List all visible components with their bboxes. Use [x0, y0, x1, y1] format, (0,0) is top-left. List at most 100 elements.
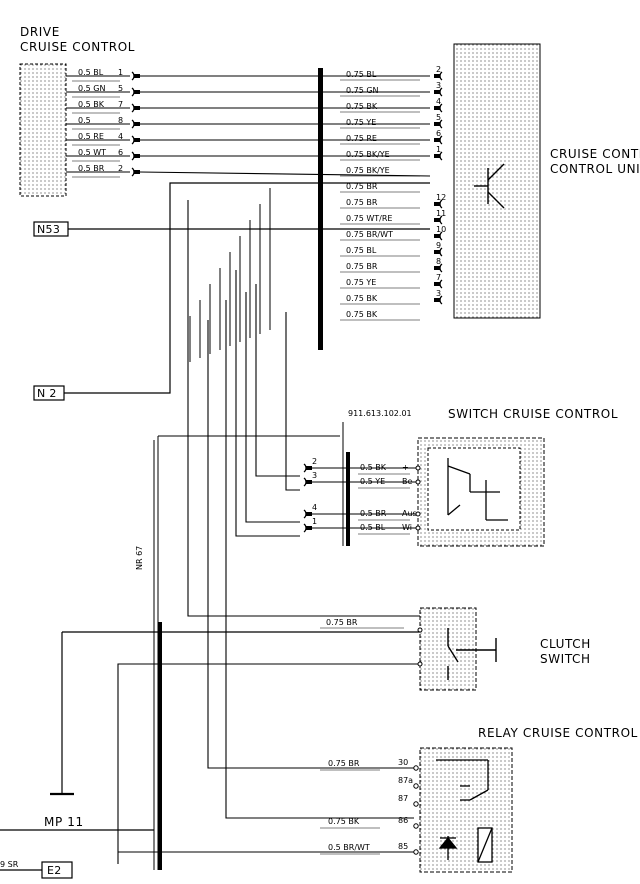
mp11-ground: MP 11	[44, 631, 420, 829]
drive-component: DRIVE CRUISE CONTROL	[19, 25, 135, 197]
switch-wire-label: 0.5 BL	[360, 523, 386, 532]
unit-wire-label: 0.75 BR/WT	[346, 230, 393, 239]
drive-wire-label: 0.5 WT	[78, 148, 106, 157]
drive-wire-pin: 2	[118, 164, 123, 173]
clutch-wire-group: 0.75 BR	[117, 200, 423, 864]
e2-label: E2	[47, 864, 62, 877]
drive-wire: 0.5 RE 4	[66, 132, 430, 146]
unit-wire-pin: 4	[436, 97, 441, 106]
unit-wire-label: 0.75 BR	[346, 182, 378, 191]
unit-wire-label: 0.75 BL	[346, 70, 377, 79]
unit-wire: 0.75 BR	[269, 182, 420, 330]
drive-title-line1: DRIVE	[20, 25, 60, 39]
relay-wire: 860.75 BK	[320, 816, 419, 829]
connector-plug	[434, 263, 443, 273]
unit-wire-label: 0.75 BK/YE	[346, 150, 390, 159]
unit-wire-pin: 1	[436, 145, 441, 154]
unit-wire: 0.75 BK/YE	[340, 166, 420, 177]
clutch-component: CLUTCH SWITCH	[419, 607, 591, 691]
unit-wire-pin: 2	[436, 65, 441, 74]
relay-wire-label: 0.5 BR/WT	[328, 843, 370, 852]
connector-plug	[434, 295, 443, 305]
unit-wire: 0.75 RE 6	[340, 129, 443, 145]
connector-plug	[131, 119, 140, 129]
unit-wire: 0.75 BK	[189, 310, 420, 362]
unit-wire-label: 0.75 BR	[346, 198, 378, 207]
unit-wire-pin: 8	[436, 257, 441, 266]
unit-wire-pin: 3	[436, 289, 441, 298]
connector-plug	[303, 509, 312, 519]
connector-plug	[434, 103, 443, 113]
relay-wire: 87a	[398, 776, 419, 789]
relay-wire-terminal: 30	[398, 758, 408, 767]
connector-plug	[434, 247, 443, 257]
unit-wire-label: 0.75 YE	[346, 118, 376, 127]
drive-wire-pin: 7	[118, 100, 123, 109]
unit-wire: 0.75 BK4	[340, 97, 443, 113]
unit-wire: 0.75 BR/WT 10	[239, 225, 446, 342]
harness-bundle-main	[318, 68, 323, 350]
relay-wire-terminal: 85	[398, 842, 408, 851]
relay-wire: 87	[398, 794, 419, 807]
clutch-label-line1: CLUTCH	[540, 637, 591, 651]
control-unit-body	[453, 43, 541, 319]
drive-body	[19, 63, 67, 197]
switch-wire-pin: 1	[312, 517, 317, 526]
unit-wire-pin: 5	[436, 113, 441, 122]
connector-plug	[434, 87, 443, 97]
relay-wire-label: 0.75 BR	[328, 759, 360, 768]
drive-wire-label: 0.5 BL	[78, 68, 104, 77]
connector-plug	[303, 523, 312, 533]
connector-plug	[434, 151, 443, 161]
drive-title-line2: CRUISE CONTROL	[20, 40, 135, 54]
drive-wire-pin: 6	[118, 148, 123, 157]
connector-plug	[434, 279, 443, 289]
clutch-label-line2: SWITCH	[540, 652, 591, 666]
unit-wire-label: 0.75 GN	[346, 86, 379, 95]
connector-plug	[131, 135, 140, 145]
transistor-symbol	[474, 163, 505, 209]
connector-plug	[434, 231, 443, 241]
relay-component: RELAY CRUISE CONTROL	[419, 726, 637, 873]
e2-connector: E2 9 SR	[0, 829, 154, 879]
unit-wire-pin: 11	[436, 209, 446, 218]
switch-wire-terminal: Wi	[402, 523, 412, 532]
connector-plug	[434, 71, 443, 81]
connector-plug	[131, 103, 140, 113]
edge-label: 9 SR	[0, 860, 19, 869]
drive-wire-label: 0.5	[78, 116, 91, 125]
control-unit-component: CRUISE CONTR CONTROL UNIT	[453, 43, 640, 319]
unit-wire-pin: 3	[436, 81, 441, 90]
drive-wire-pin: 4	[118, 132, 123, 141]
drive-wire-pin: 5	[118, 84, 123, 93]
unit-wire: 0.75 YE7	[209, 273, 443, 354]
switch-wire-label: 0.5 BR	[360, 509, 387, 518]
unit-wire-pin: 10	[436, 225, 446, 234]
unit-wire: 0.75 YE 5	[340, 113, 443, 129]
switch-part-number: 911.613.102.01	[348, 409, 412, 418]
unit-wire-pin: 6	[436, 129, 441, 138]
drive-wire-label: 0.5 RE	[78, 132, 104, 141]
drive-wire-pin: 1	[118, 68, 123, 77]
switch-wire-terminal: Be	[402, 477, 412, 486]
unit-wire-label: 0.75 RE	[346, 134, 377, 143]
switch-component: SWITCH CRUISE CONTROL 911.613.102.01	[342, 407, 618, 547]
n2-label: N 2	[37, 387, 57, 400]
unit-wire-label: 0.75 BR	[346, 262, 378, 271]
drive-wire: 0.5 BL 1	[66, 68, 430, 82]
drive-wire-label: 0.5 BK	[78, 100, 105, 109]
connector-plug	[434, 119, 443, 129]
n2-connector: N 2	[33, 182, 430, 401]
unit-wire: 0.75 BR 8	[219, 257, 443, 350]
control-unit-label-line2: CONTROL UNIT	[550, 162, 640, 176]
clutch-wire-label: 0.75 BR	[326, 618, 358, 627]
unit-wire: 0.75 BL9	[229, 241, 443, 346]
unit-wire: 0.75 BL 2	[340, 65, 443, 81]
